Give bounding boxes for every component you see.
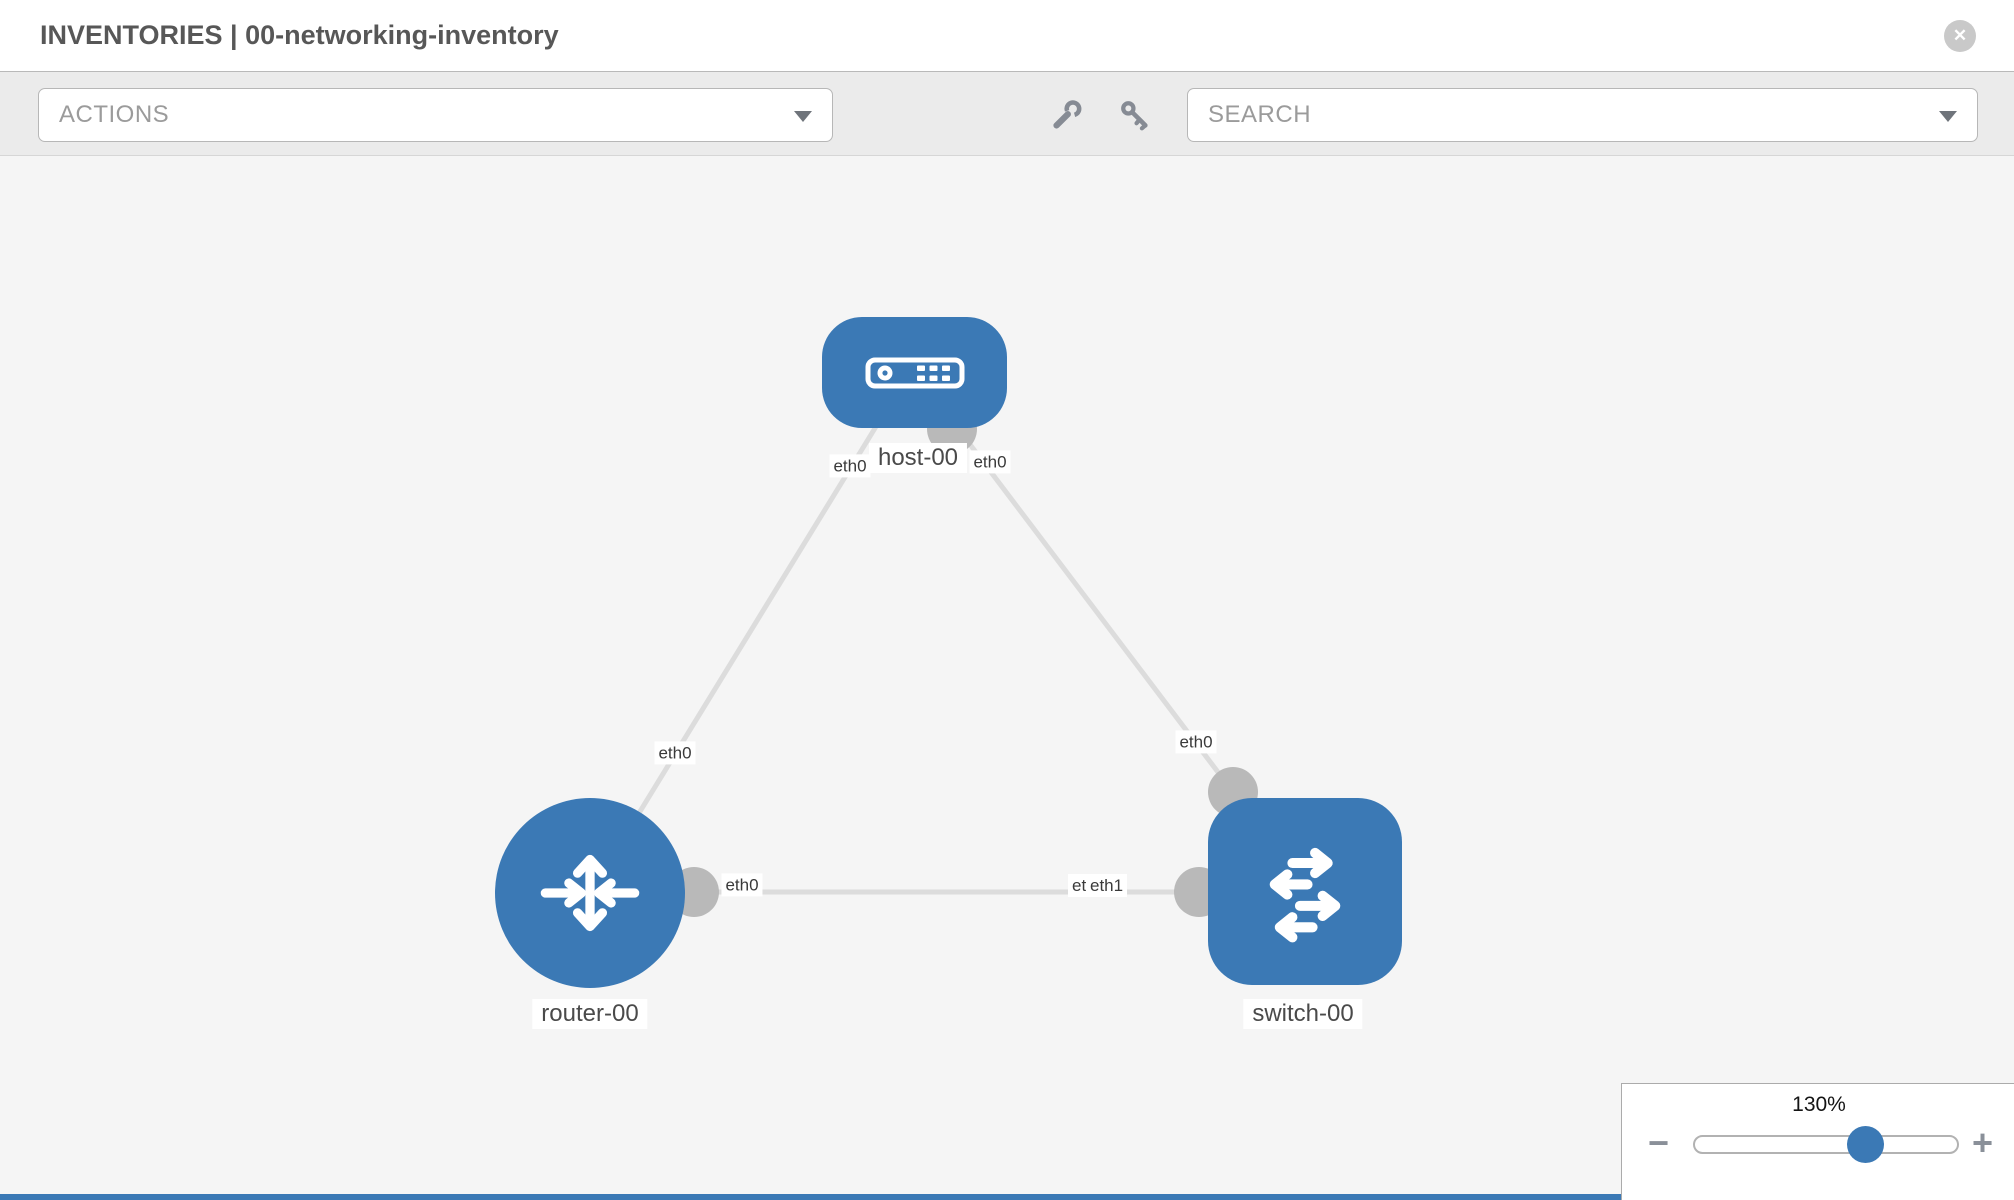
interface-label-router-eth0: eth0 xyxy=(721,873,763,897)
search-dropdown-label: SEARCH xyxy=(1208,101,1312,128)
node-label-router: router-00 xyxy=(532,999,648,1029)
key-button[interactable] xyxy=(1113,93,1157,137)
header: INVENTORIES | 00-networking-inventory ✕ xyxy=(0,0,2014,72)
toolbar: ACTIONS SEARCH xyxy=(0,72,2014,156)
zoom-in-button[interactable]: + xyxy=(1972,1124,1993,1162)
link-host-switch[interactable] xyxy=(948,416,1235,794)
node-label-switch: switch-00 xyxy=(1243,999,1363,1029)
interface-label-router-eth0-uplink: eth0 xyxy=(654,741,696,765)
bottom-bar xyxy=(0,1194,1621,1200)
zoom-out-button[interactable]: − xyxy=(1648,1124,1669,1162)
chevron-down-icon xyxy=(1939,111,1957,122)
interface-label-host-eth0-left: eth0 xyxy=(829,454,871,478)
key-icon xyxy=(1113,98,1157,132)
wrench-icon xyxy=(1045,98,1089,132)
wrench-button[interactable] xyxy=(1045,93,1089,137)
node-host-00[interactable] xyxy=(822,317,1007,428)
search-dropdown[interactable]: SEARCH xyxy=(1187,88,1978,142)
page-title: INVENTORIES | 00-networking-inventory xyxy=(40,20,559,50)
zoom-slider-track[interactable] xyxy=(1693,1135,1959,1154)
zoom-slider-handle[interactable] xyxy=(1847,1126,1884,1163)
zoom-percentage: 130% xyxy=(1792,1093,1846,1116)
close-button[interactable]: ✕ xyxy=(1944,20,1976,52)
minus-icon: − xyxy=(1648,1122,1670,1163)
chevron-down-icon xyxy=(794,111,812,122)
topology-canvas[interactable] xyxy=(0,156,2014,1200)
actions-dropdown-label: ACTIONS xyxy=(59,101,170,128)
actions-dropdown[interactable]: ACTIONS xyxy=(38,88,833,142)
node-switch-00[interactable] xyxy=(1208,798,1402,985)
node-router-00[interactable] xyxy=(495,798,685,988)
interface-label-switch-eth1: eth1 xyxy=(1086,874,1128,898)
plus-icon: + xyxy=(1972,1122,1994,1163)
close-icon: ✕ xyxy=(1952,26,1968,45)
interface-label-host-eth0-right: eth0 xyxy=(969,450,1011,474)
interface-label-switch-eth0: eth0 xyxy=(1175,730,1217,754)
zoom-control-panel: 130% − + xyxy=(1621,1083,2014,1200)
node-label-host: host-00 xyxy=(868,443,968,473)
